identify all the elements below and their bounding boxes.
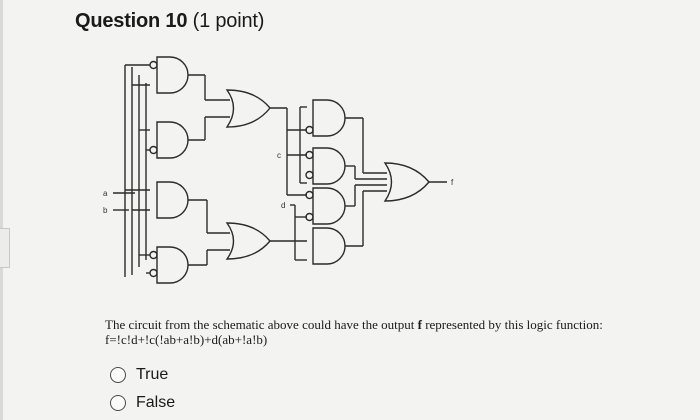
question-prompt: The circuit from the schematic above cou… xyxy=(105,317,695,347)
option-false[interactable]: False xyxy=(110,394,175,412)
and-gate-8 xyxy=(312,227,346,265)
and-gate-6 xyxy=(305,147,346,185)
page-left-edge xyxy=(0,0,3,420)
and-gate-3 xyxy=(156,181,189,219)
and-gate-4 xyxy=(149,246,189,284)
label-input-a: a xyxy=(103,189,108,198)
logic-circuit-schematic: a b c d f xyxy=(103,56,454,284)
and-gate-1 xyxy=(149,56,189,94)
prompt-output-var: f xyxy=(417,317,422,332)
or-gate-2 xyxy=(225,222,271,260)
or-gate-output xyxy=(383,162,430,202)
prompt-line-1: The circuit from the schematic above cou… xyxy=(105,317,695,332)
question-title: Question 10 (1 point) xyxy=(75,10,264,33)
label-input-d: d xyxy=(281,201,285,210)
and-gate-7 xyxy=(305,187,346,225)
and-gate-2 xyxy=(149,121,189,159)
radio-false[interactable] xyxy=(110,395,126,411)
prompt-prefix: The circuit from the schematic above cou… xyxy=(105,317,418,332)
logic-function: f=!c!d+!c(!ab+a!b)+d(ab+!a!b) xyxy=(105,332,268,347)
prompt-suffix: represented by this logic function: xyxy=(421,317,603,332)
radio-true[interactable] xyxy=(110,367,126,383)
option-true[interactable]: True xyxy=(110,366,168,384)
label-output-f: f xyxy=(451,178,454,187)
option-true-label[interactable]: True xyxy=(136,366,169,383)
page-edge-mark xyxy=(0,228,10,268)
question-number: Question 10 xyxy=(75,10,188,32)
question-points: (1 point) xyxy=(192,10,265,32)
option-false-label[interactable]: False xyxy=(136,394,176,411)
input-wires xyxy=(113,64,150,277)
label-input-c: c xyxy=(277,151,281,160)
label-input-b: b xyxy=(103,206,108,215)
or-gate-1 xyxy=(225,89,271,128)
and-gate-5 xyxy=(305,99,346,137)
